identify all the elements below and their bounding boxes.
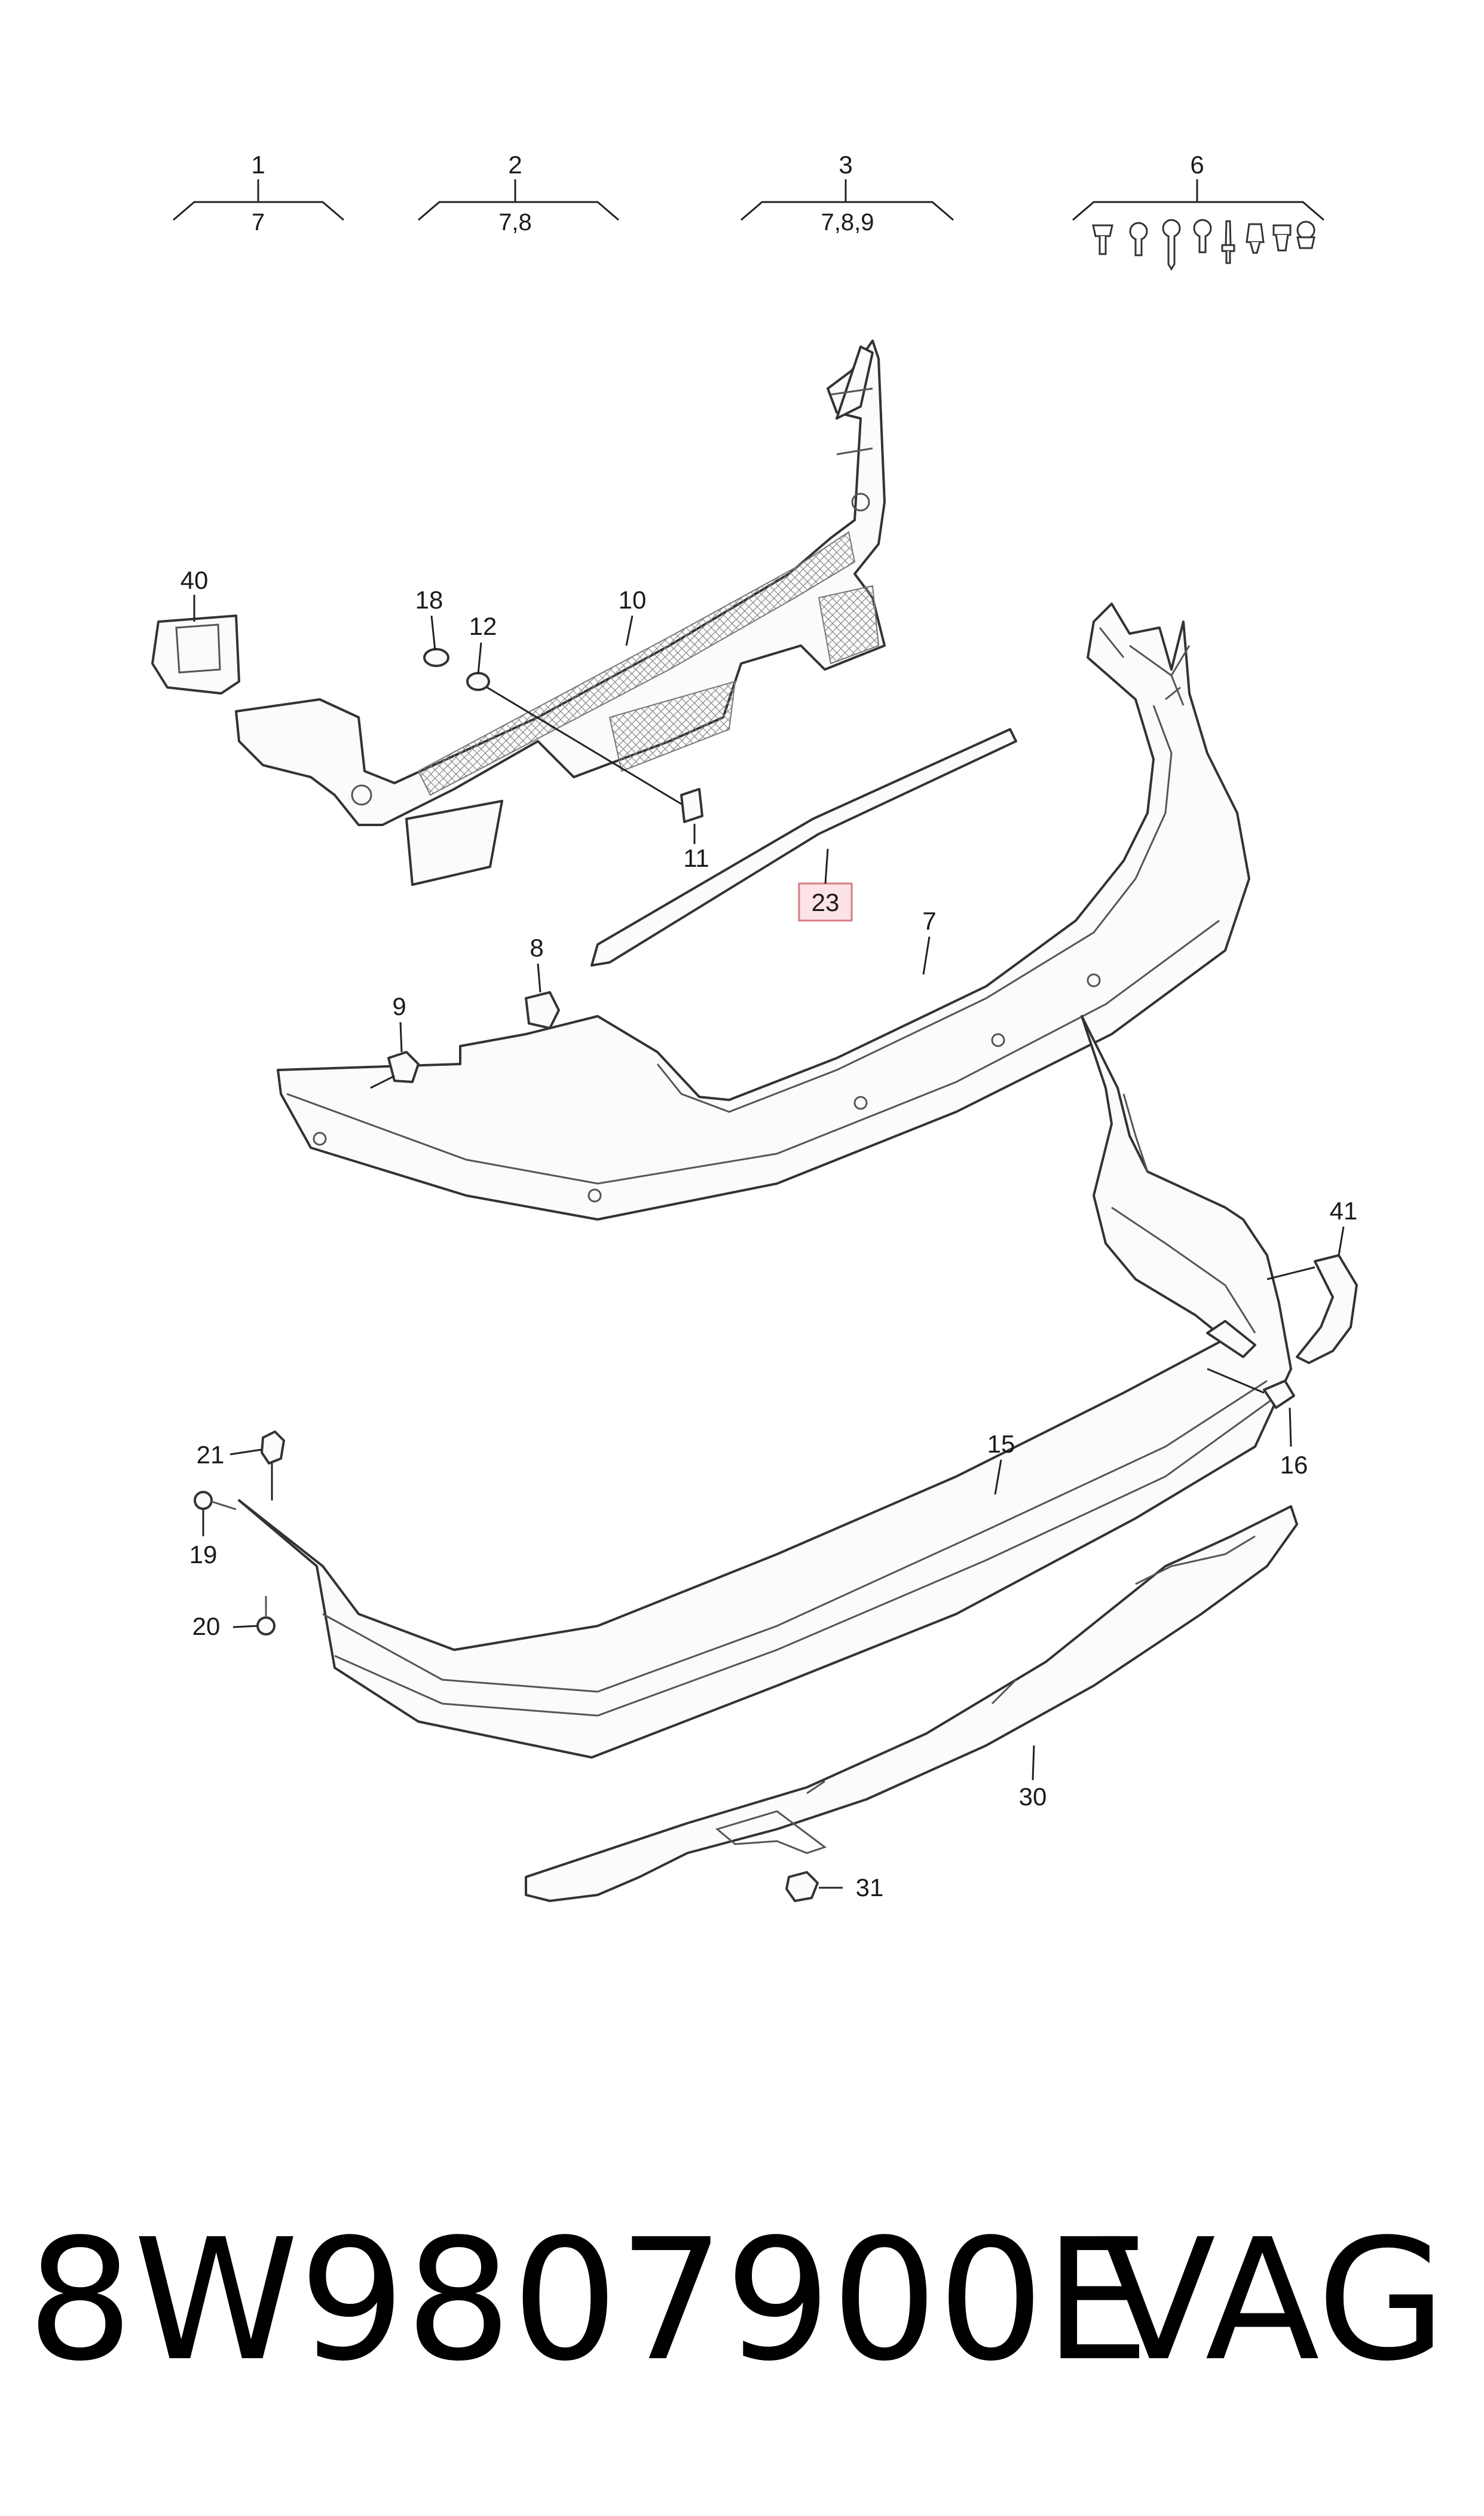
callout-11: 11 bbox=[683, 844, 709, 872]
callout-18: 18 bbox=[415, 586, 443, 614]
callout-16: 16 bbox=[1280, 1451, 1308, 1479]
callout-10: 10 bbox=[619, 586, 647, 614]
clip-8 bbox=[525, 991, 560, 1029]
callout-18-group: 18 bbox=[415, 586, 443, 651]
callout-15-group: 15 bbox=[987, 1430, 1015, 1495]
callout-30-group: 30 bbox=[1019, 1745, 1047, 1811]
callout-9-group: 9 bbox=[370, 992, 406, 1089]
callout-12: 12 bbox=[469, 612, 497, 640]
callout-40-group: 40 bbox=[180, 566, 209, 622]
callout-8: 8 bbox=[530, 934, 543, 962]
reference-group-6: 6 bbox=[1072, 151, 1324, 271]
callout-11-group: 11 bbox=[683, 824, 709, 872]
callout-30: 30 bbox=[1019, 1783, 1047, 1811]
cover-41 bbox=[1296, 1254, 1358, 1364]
screw-19 bbox=[194, 1491, 237, 1511]
lower-bumper-15 bbox=[238, 1015, 1292, 1759]
clip-18 bbox=[423, 648, 449, 667]
bracket-40 bbox=[151, 615, 240, 695]
callout-19-group: 19 bbox=[189, 1509, 218, 1569]
callout-31: 31 bbox=[856, 1873, 884, 1901]
callout-9: 9 bbox=[392, 992, 406, 1020]
callout-41-group: 41 bbox=[1266, 1197, 1358, 1280]
bumper-reinforcement-bracket bbox=[235, 340, 886, 886]
callout-7: 7 bbox=[922, 907, 936, 935]
callout-2: 2 bbox=[508, 151, 522, 179]
part-number: 8W9807900E bbox=[27, 2203, 1150, 2398]
callout-1-sub: 7 bbox=[252, 209, 265, 236]
callout-31-group: 31 bbox=[819, 1873, 883, 1901]
callout-23-group: 23 bbox=[798, 848, 853, 922]
callout-41: 41 bbox=[1330, 1197, 1358, 1225]
callout-40: 40 bbox=[180, 566, 209, 594]
callout-15: 15 bbox=[987, 1430, 1015, 1458]
clip-21 bbox=[261, 1430, 285, 1465]
callout-20-group: 20 bbox=[192, 1612, 258, 1640]
callout-21-group: 21 bbox=[197, 1441, 273, 1500]
callout-10-group: 10 bbox=[619, 586, 647, 646]
callout-7-group: 7 bbox=[922, 907, 937, 975]
clip-11 bbox=[680, 788, 703, 823]
callout-16-group: 16 bbox=[1207, 1368, 1308, 1479]
callout-1: 1 bbox=[251, 151, 265, 179]
callout-19: 19 bbox=[189, 1540, 218, 1569]
reference-group-1: 1 7 bbox=[173, 151, 344, 236]
callout-8-group: 8 bbox=[530, 934, 544, 993]
callout-3: 3 bbox=[839, 151, 852, 179]
callout-23: 23 bbox=[812, 888, 840, 916]
diffuser-30 bbox=[525, 1505, 1298, 1902]
washer-12 bbox=[466, 672, 490, 691]
brand-label: VAG bbox=[1101, 2203, 1446, 2398]
reference-group-2: 2 7,8 bbox=[418, 151, 619, 236]
callout-12-group: 12 bbox=[469, 612, 682, 805]
trim-strip-23 bbox=[590, 728, 1017, 967]
callout-20: 20 bbox=[192, 1612, 221, 1640]
callout-23-highlight bbox=[798, 882, 853, 922]
screw-20 bbox=[256, 1596, 276, 1635]
callout-3-sub: 7,8,9 bbox=[821, 209, 874, 236]
cap-16 bbox=[1263, 1380, 1295, 1409]
nut-31 bbox=[785, 1871, 819, 1902]
bumper-cover-7 bbox=[277, 603, 1250, 1221]
fastener-icons bbox=[1092, 219, 1315, 271]
callout-21: 21 bbox=[197, 1441, 225, 1469]
callout-2-sub: 7,8 bbox=[498, 209, 532, 236]
callout-6: 6 bbox=[1190, 151, 1204, 179]
reference-group-3: 3 7,8,9 bbox=[741, 151, 954, 236]
